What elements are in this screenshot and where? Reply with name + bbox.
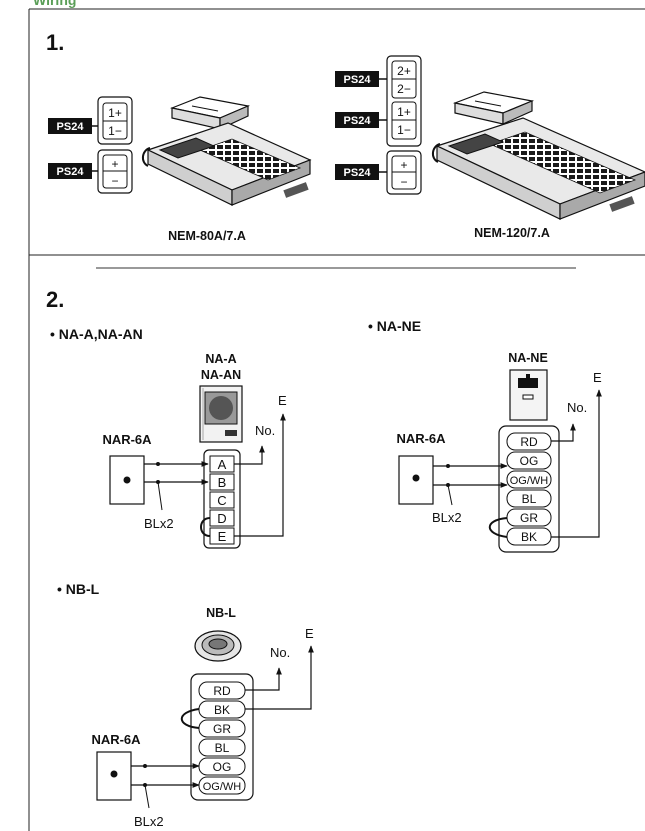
terminal-label: −	[111, 174, 118, 188]
earth-label: E	[278, 393, 287, 408]
terminal-label: BK	[521, 530, 537, 544]
terminal-label: +	[111, 157, 118, 171]
subsection-title: • NA-A,NA-AN	[50, 326, 143, 342]
power-supply-illustration	[169, 96, 251, 130]
cable-label: BLx2	[432, 510, 462, 525]
earth-label: E	[593, 370, 602, 385]
ps24-label: PS24	[57, 121, 85, 133]
earth-label: E	[305, 626, 314, 641]
terminal-label: B	[218, 475, 227, 490]
nem-120-amplifier-illustration	[432, 117, 645, 220]
device-label: NB-L	[206, 606, 236, 620]
terminal-label: 2+	[397, 64, 411, 78]
nar-label: NAR-6A	[91, 732, 141, 747]
terminal-label: 1−	[397, 123, 411, 137]
nb-l-diagram: • NB-L NB-L NAR-6A RD BK GR BL OG OG/WH …	[57, 581, 314, 829]
terminal-label: BL	[215, 741, 230, 755]
terminal-label: BL	[522, 492, 537, 506]
ps24-badge	[48, 118, 92, 134]
model-label: NEM-120/7.A	[474, 226, 550, 240]
nar-label: NAR-6A	[396, 431, 446, 446]
na-a-diagram: • NA-A,NA-AN NA-A NA-AN NAR-6A A B C D E	[50, 326, 287, 549]
terminal-label: E	[218, 529, 227, 544]
number-label: No.	[567, 400, 587, 415]
subsection-title: • NB-L	[57, 581, 100, 597]
section-1-number: 1.	[46, 30, 64, 55]
number-label: No.	[255, 423, 275, 438]
terminal-label: D	[217, 511, 226, 526]
page-frame	[28, 8, 645, 831]
device-label: NA-AN	[201, 368, 241, 382]
device-label: NA-NE	[508, 351, 548, 365]
model-label: NEM-80A/7.A	[168, 229, 246, 243]
terminal-label: A	[218, 457, 227, 472]
terminal-label: C	[217, 493, 226, 508]
terminal-label: GR	[520, 511, 538, 525]
subsection-title: • NA-NE	[368, 318, 421, 334]
terminal-label: −	[400, 175, 407, 189]
ps24-label: PS24	[344, 74, 372, 86]
terminal-label: RD	[213, 684, 231, 698]
na-ne-diagram: • NA-NE NA-NE NAR-6A RD OG OG/WH BL GR B…	[368, 318, 602, 553]
terminal-label: 1−	[108, 124, 122, 138]
terminal-label: OG	[213, 760, 232, 774]
number-label: No.	[270, 645, 290, 660]
terminal-label: 1+	[397, 105, 411, 119]
ps24-badge	[335, 71, 379, 87]
ps24-badge	[48, 163, 92, 179]
cable-label: BLx2	[134, 814, 164, 829]
nem-80a-amplifier-illustration	[142, 122, 312, 206]
terminal-label: OG	[520, 454, 539, 468]
section-2-number: 2.	[46, 287, 64, 312]
ps24-badge	[335, 164, 379, 180]
terminal-label: +	[400, 158, 407, 172]
device-label: NA-A	[205, 352, 236, 366]
page-heading: Wiring	[33, 0, 77, 8]
terminal-label: OG/WH	[510, 475, 549, 487]
nem-120-group: PS24 PS24 PS24 2+ 2− 1+ 1− + −	[335, 55, 645, 240]
power-supply-illustration	[452, 91, 535, 125]
ps24-label: PS24	[57, 166, 85, 178]
terminal-label: OG/WH	[203, 781, 242, 793]
terminal-label: RD	[520, 435, 538, 449]
terminal-label: 1+	[108, 106, 122, 120]
nem-80a-group: PS24 PS24 1+ 1− + −	[48, 96, 312, 243]
ps24-label: PS24	[344, 167, 372, 179]
ps24-label: PS24	[344, 115, 372, 127]
nb-l-speaker-illustration	[194, 630, 242, 662]
nar-label: NAR-6A	[102, 432, 152, 447]
terminal-label: GR	[213, 722, 231, 736]
terminal-label: 2−	[397, 82, 411, 96]
terminal-label: BK	[214, 703, 230, 717]
na-a-device-illustration	[199, 385, 243, 443]
ps24-badge	[335, 112, 379, 128]
cable-label: BLx2	[144, 516, 174, 531]
na-ne-device-illustration	[509, 369, 548, 421]
